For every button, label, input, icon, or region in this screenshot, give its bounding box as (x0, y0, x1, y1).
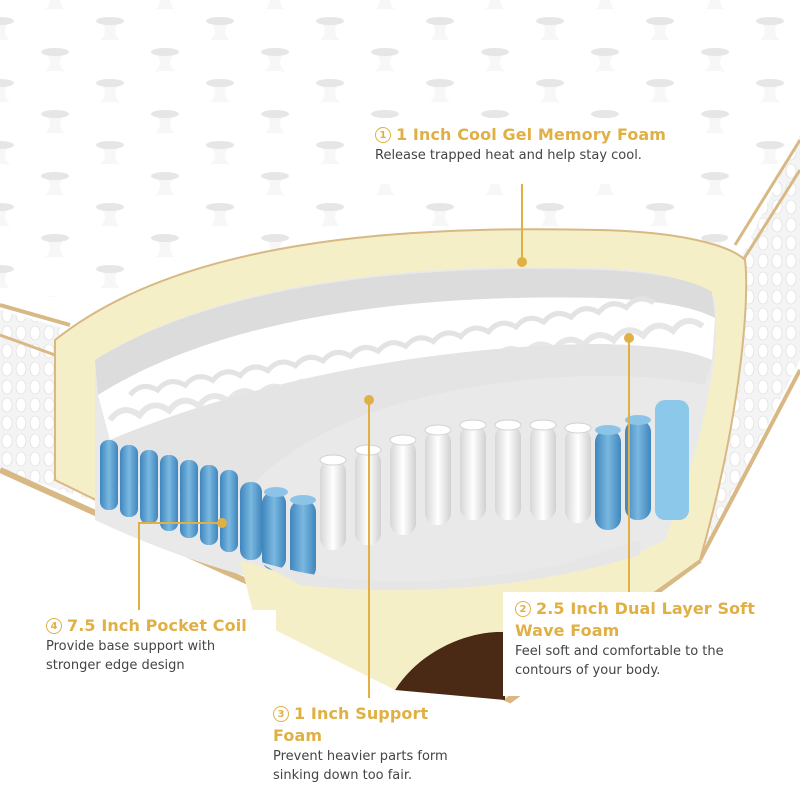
callout-leaders (138, 184, 634, 698)
number-badge-1: 1 (375, 127, 391, 143)
leader-dot-4 (217, 518, 227, 528)
layer-1-gel-memory-foam (95, 268, 715, 395)
number-badge-3: 3 (273, 706, 289, 722)
callout-1-description: Release trapped heat and help stay cool. (375, 148, 642, 163)
callout-4-description: Provide base support with stronger edge … (46, 639, 216, 673)
leader-dot-1 (517, 257, 527, 267)
number-badge-4: 4 (46, 618, 62, 634)
leader-line-4 (138, 522, 222, 610)
bottom-foam (240, 540, 665, 690)
leader-dot-3 (364, 395, 374, 405)
number-badge-2: 2 (515, 601, 531, 617)
callout-3-description: Prevent heavier parts form sinking down … (273, 749, 448, 783)
base-layer (395, 631, 505, 700)
callout-2-description: Feel soft and comfortable to the contour… (515, 644, 724, 678)
leader-dot-2 (624, 333, 634, 343)
layer-3-support-foam (110, 344, 712, 500)
blue-right-coils (595, 400, 689, 530)
blue-edge-coils (100, 440, 316, 580)
